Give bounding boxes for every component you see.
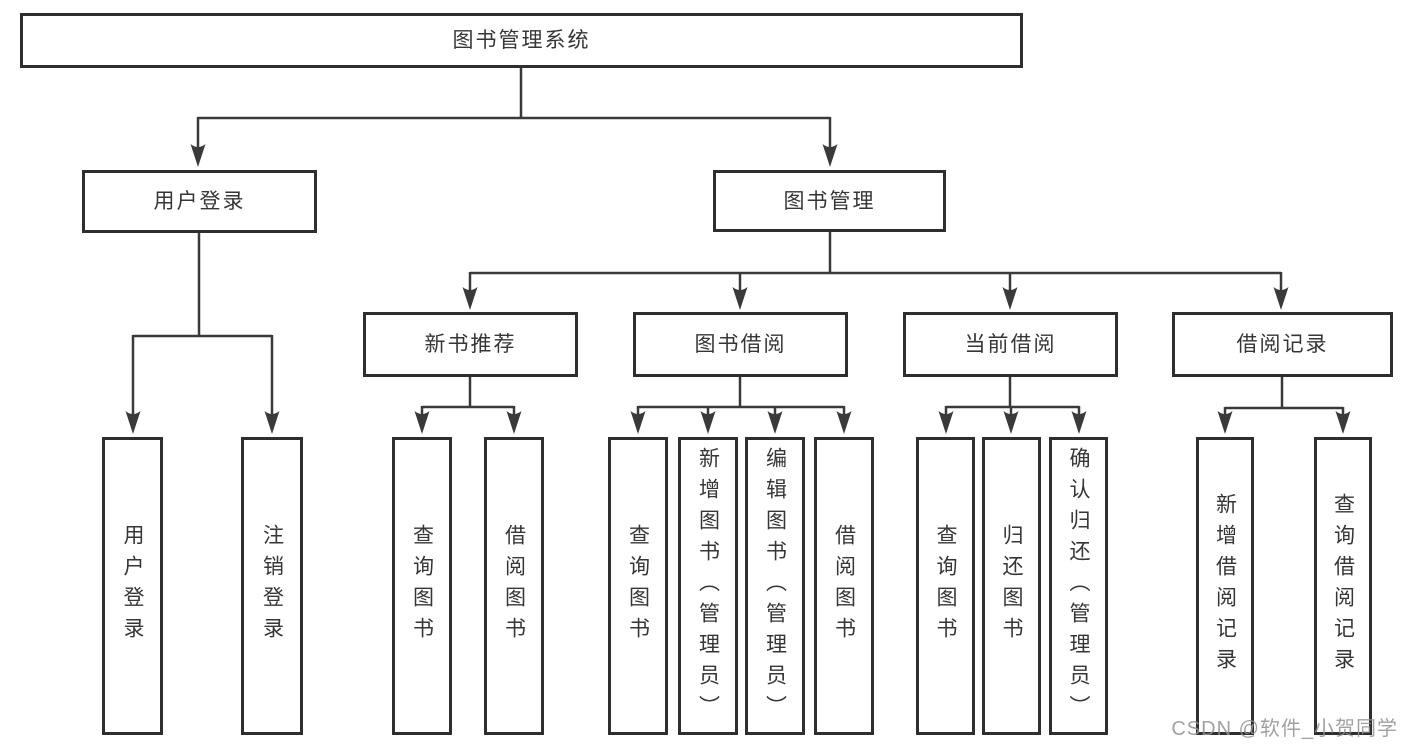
leaf-nbr-borrow-books: 借阅图书 bbox=[484, 437, 544, 735]
leaf-user-login: 用户登录 bbox=[102, 437, 163, 735]
node-current-borrowing: 当前借阅 bbox=[903, 312, 1118, 377]
leaf-bb-add-books-admin: 新增图书（管理员） bbox=[678, 437, 738, 735]
node-library-management-system: 图书管理系统 bbox=[20, 13, 1023, 68]
leaf-cb-query-books: 查询图书 bbox=[916, 437, 975, 735]
node-new-book-recommendation: 新书推荐 bbox=[363, 312, 578, 377]
node-user-login: 用户登录 bbox=[82, 170, 317, 233]
leaf-br-query-borrow-record: 查询借阅记录 bbox=[1314, 437, 1372, 735]
node-borrowing-records: 借阅记录 bbox=[1172, 312, 1393, 377]
leaf-bb-query-books: 查询图书 bbox=[608, 437, 668, 735]
csdn-watermark: CSDN @软件_小贺同学 bbox=[1171, 718, 1398, 740]
leaf-cb-confirm-return-admin: 确认归还（管理员） bbox=[1049, 437, 1108, 735]
leaf-logout-login: 注销登录 bbox=[241, 437, 303, 735]
leaf-nbr-query-books: 查询图书 bbox=[392, 437, 452, 735]
leaf-cb-return-books: 归还图书 bbox=[982, 437, 1041, 735]
leaf-bb-borrow-books: 借阅图书 bbox=[814, 437, 874, 735]
leaf-bb-edit-books-admin: 编辑图书（管理员） bbox=[745, 437, 805, 735]
node-book-borrowing: 图书借阅 bbox=[633, 312, 848, 377]
leaf-br-add-borrow-record: 新增借阅记录 bbox=[1196, 437, 1254, 735]
node-book-management: 图书管理 bbox=[713, 170, 946, 232]
